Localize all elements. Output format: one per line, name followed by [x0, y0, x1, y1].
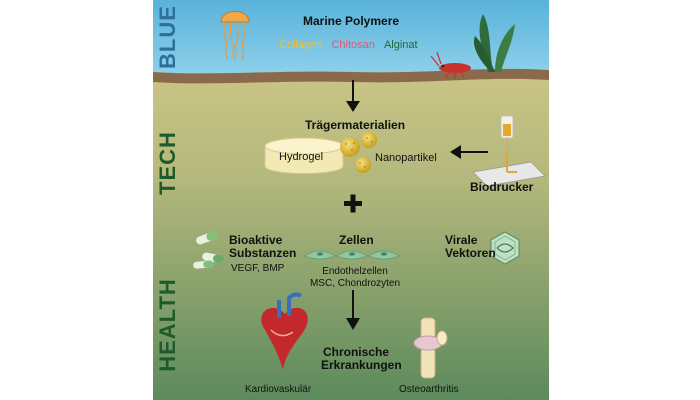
- infographic-panel: BLUE TECH HEALTH Marine Polymere Collage…: [153, 0, 549, 400]
- capsule-icon: [193, 231, 225, 269]
- seaweed-icon: [473, 14, 515, 72]
- nanoparticle-icon: [340, 132, 377, 173]
- bioprinter-label: Biodrucker: [470, 180, 534, 194]
- hydrogel-label: Hydrogel: [279, 151, 324, 163]
- infographic-background: [153, 0, 549, 400]
- bioprinter-icon: [472, 115, 546, 187]
- viral-title: Virale Vektoren: [445, 233, 496, 260]
- shrimp-icon: [430, 51, 471, 79]
- knee-icon: [413, 317, 448, 379]
- band-label-blue: BLUE: [155, 5, 180, 69]
- hydrogel-icon: [264, 137, 344, 174]
- cardio-label: Kardiovaskulär: [245, 384, 312, 395]
- sea-band: [153, 0, 549, 74]
- polymer-collagen: Collagen: [279, 39, 323, 51]
- nanoparticle-label: Nanopartikel: [375, 152, 437, 164]
- polymer-list: Collagen Chitosan Alginat: [279, 39, 418, 51]
- polymer-chitosan: Chitosan: [331, 39, 375, 51]
- arrow-down-icon-2: [346, 290, 360, 330]
- polymer-alginate: Alginat: [383, 39, 418, 51]
- plus-icon: [344, 194, 362, 213]
- chronic-diseases-title: Chronische Erkrankungen: [321, 345, 402, 372]
- cells-sub: Endothelzellen MSC, Chondrozyten: [309, 266, 401, 289]
- carrier-materials-title: Trägermaterialien: [305, 118, 406, 132]
- bioactive-sub: VEGF, BMP: [231, 263, 285, 274]
- marine-polymers-title: Marine Polymere: [303, 14, 400, 28]
- arrow-down-icon: [346, 80, 360, 112]
- arrow-left-icon: [450, 145, 488, 159]
- bioactive-title: Bioaktive Substanzen: [229, 233, 297, 260]
- jellyfish-icon: [220, 11, 250, 61]
- cells-icon: [304, 250, 400, 260]
- cells-title: Zellen: [339, 233, 374, 247]
- band-label-tech: TECH: [155, 131, 180, 195]
- heart-icon: [261, 292, 308, 370]
- virus-icon: [490, 231, 520, 265]
- band-label-health: HEALTH: [155, 278, 180, 372]
- osteo-label: Osteoarthritis: [399, 384, 459, 395]
